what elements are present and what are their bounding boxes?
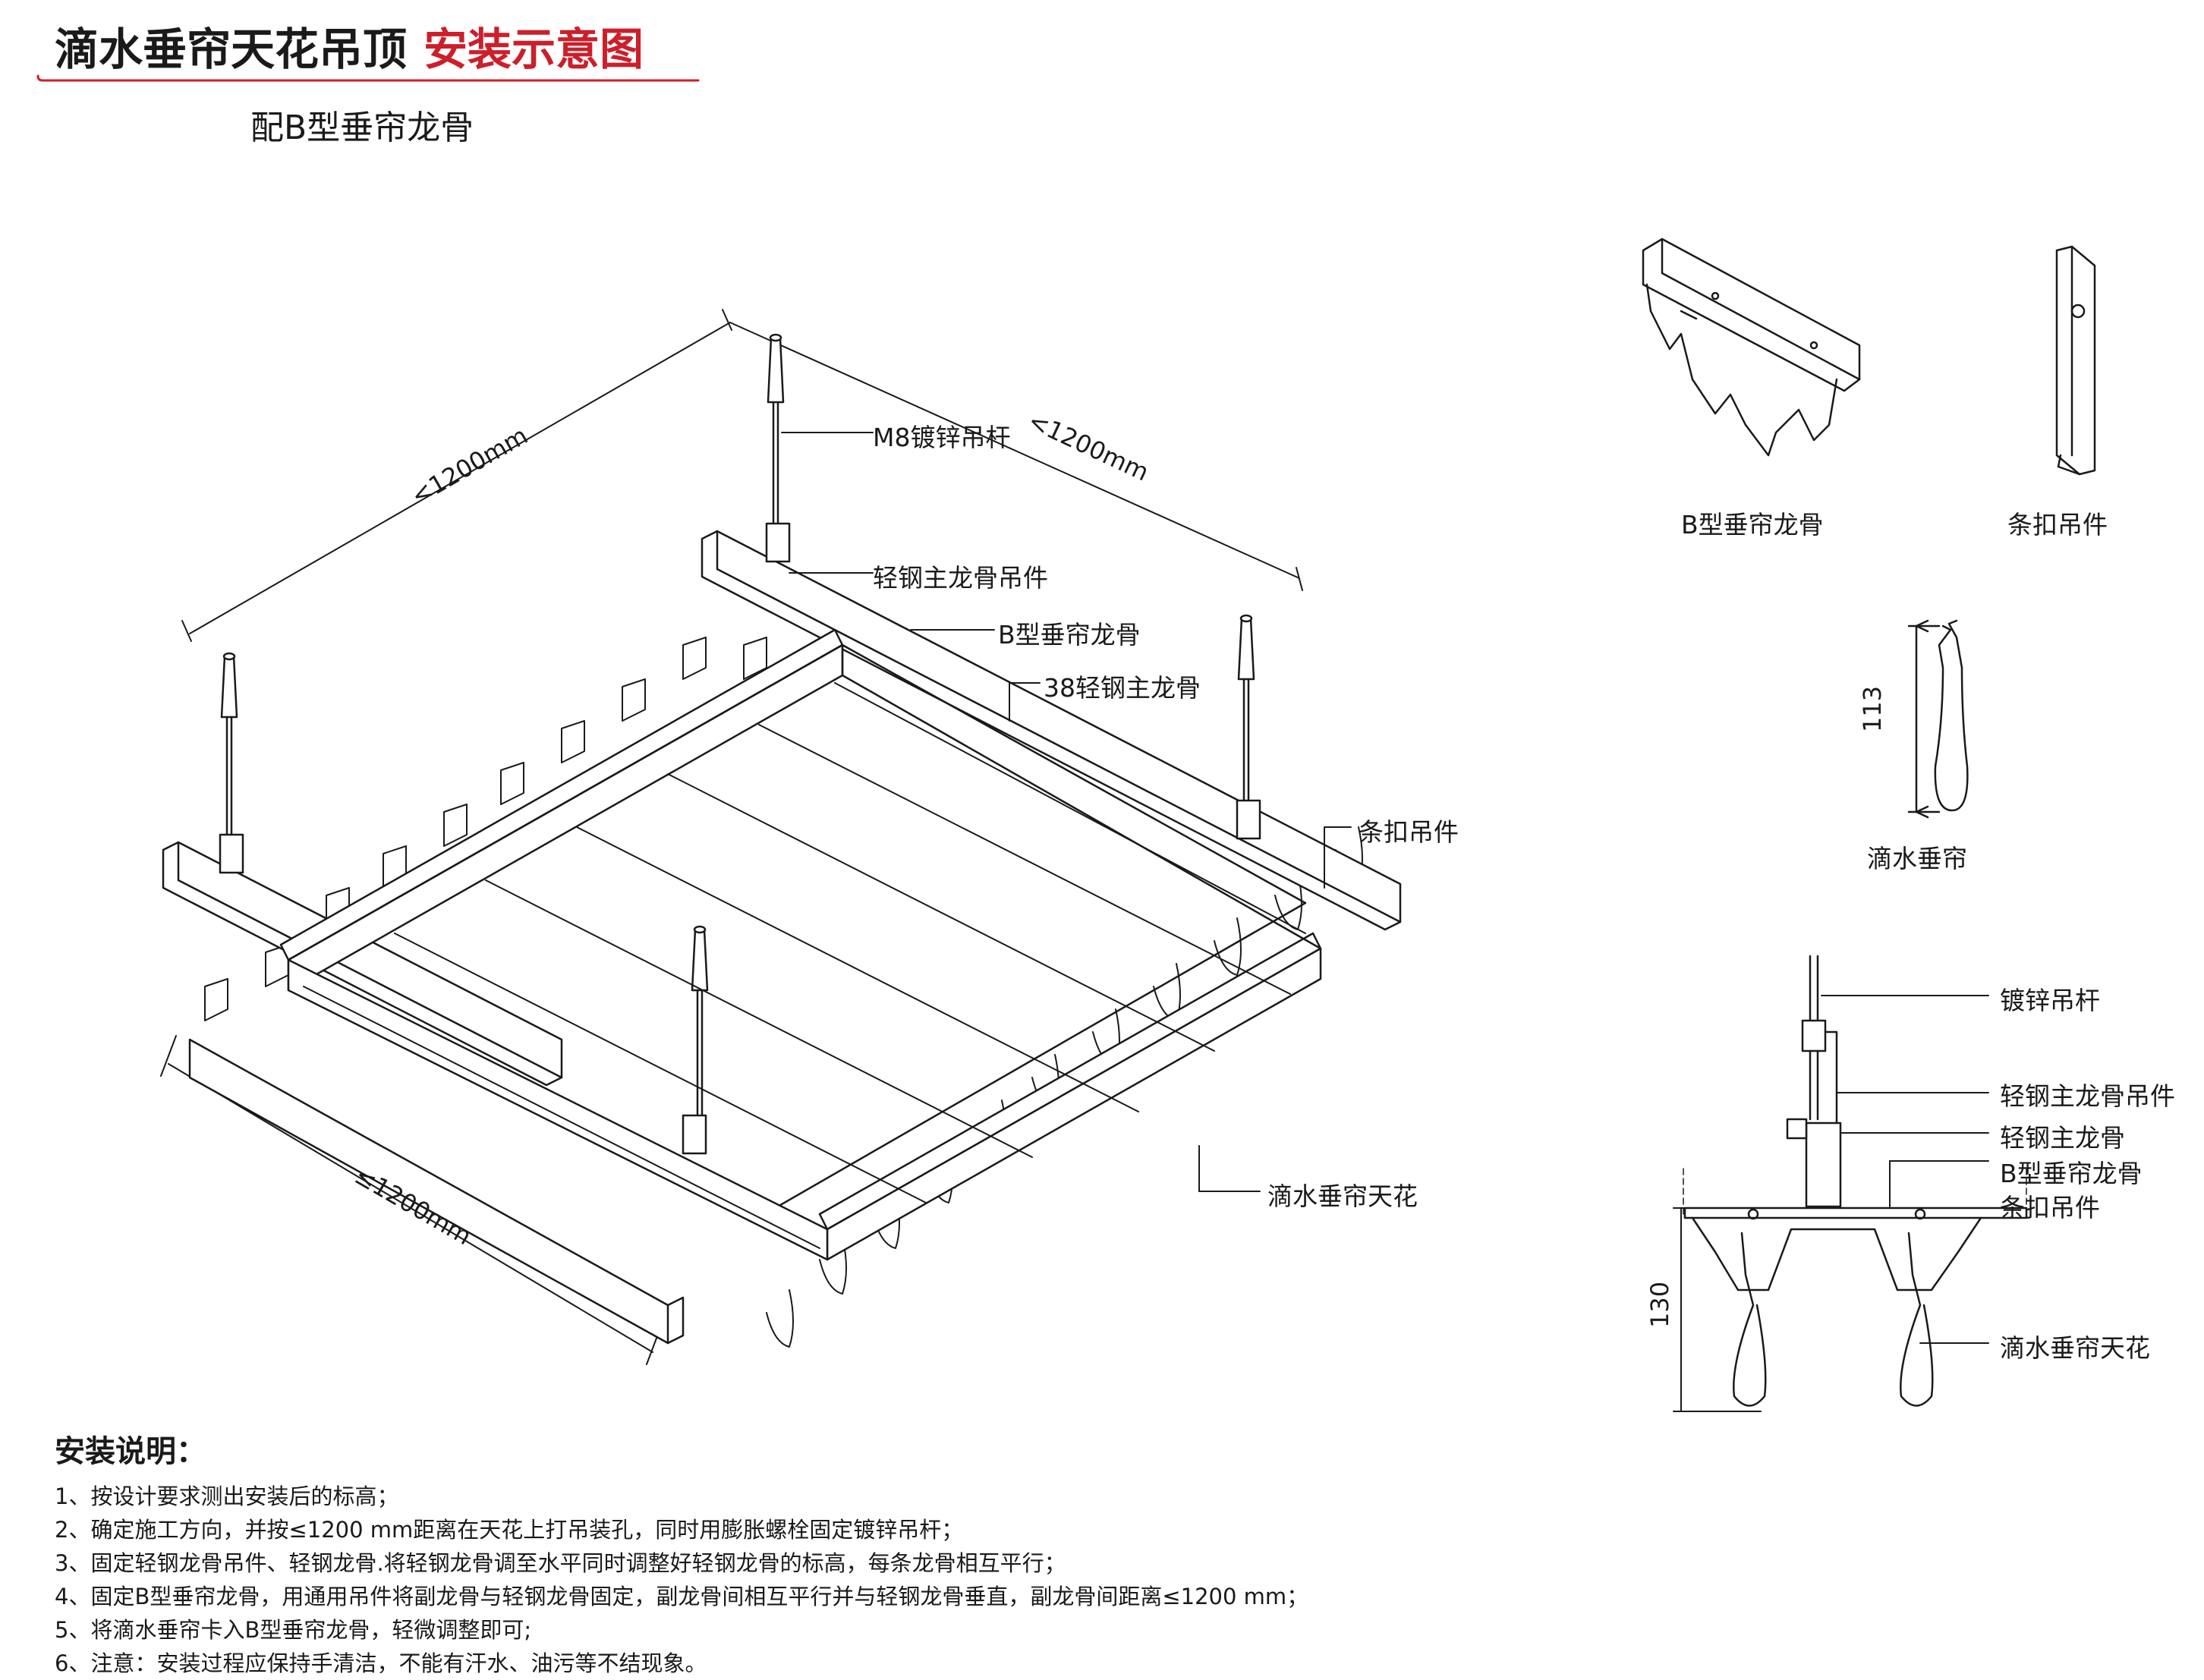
part-b-keel-drawing [1642, 238, 1861, 457]
section-label-ceiling: 滴水垂帘天花 [2000, 1333, 2150, 1363]
label-clip-hanger: 条扣吊件 [1359, 817, 1459, 847]
label-b-keel: B型垂帘龙骨 [998, 620, 1141, 650]
label-main-keel-hanger: 轻钢主龙骨吊件 [873, 563, 1048, 593]
label-ceiling: 滴水垂帘天花 [1267, 1181, 1418, 1211]
part-clip-hanger-drawing [2055, 245, 2096, 476]
main-keel-back [701, 522, 1402, 931]
note-item: 4、固定B型垂帘龙骨，用通用吊件将副龙骨与轻钢龙骨固定，副龙骨间相互平行并与轻钢… [55, 1584, 1309, 1609]
section-label-rod: 镀锌吊杆 [2000, 986, 2100, 1015]
notes-title: 安装说明： [55, 1434, 206, 1469]
main-keel-left [162, 833, 563, 1087]
page-title: 滴水垂帘天花吊顶 [55, 24, 408, 75]
installation-notes: 安装说明： 1、按设计要求测出安装后的标高； 2、确定施工方向，并按≤1200 … [55, 1427, 1459, 1680]
main-isometric-drawing [160, 309, 1402, 1365]
part-dimension-drip-height: 113 [1858, 685, 1887, 732]
part-label-clip-hanger: 条扣吊件 [2007, 510, 2108, 540]
page-subtitle: 配B型垂帘龙骨 [250, 109, 474, 147]
page-title-accent: 安装示意图 [423, 24, 644, 75]
section-label-main-keel: 轻钢主龙骨 [2000, 1123, 2125, 1153]
section-label-clip: 条扣吊件 [2000, 1193, 2100, 1222]
b-type-keel-front [188, 1038, 707, 1345]
section-dimension-height: 130 [1645, 1281, 1674, 1328]
hanger-rods [220, 333, 1255, 1117]
section-view-drawing [1673, 955, 2028, 1412]
note-item: 1、按设计要求测出安装后的标高； [55, 1483, 399, 1509]
part-label-b-keel: B型垂帘龙骨 [1681, 510, 1824, 540]
section-label-b-keel: B型垂帘龙骨 [2000, 1159, 2143, 1188]
leader-lines [781, 432, 1352, 1192]
note-item: 5、将滴水垂帘卡入B型垂帘龙骨，轻微调整即可; [55, 1617, 532, 1643]
section-label-main-hanger: 轻钢主龙骨吊件 [2000, 1081, 2175, 1111]
note-item: 2、确定施工方向，并按≤1200 mm距离在天花上打吊装孔，同时用膨胀螺栓固定镀… [55, 1517, 964, 1543]
cross-strips [303, 682, 1306, 1249]
header-underline [36, 74, 700, 82]
b-type-keel-frame [279, 628, 1322, 1261]
part-label-drip-curtain: 滴水垂帘 [1867, 844, 1967, 873]
note-item: 3、固定轻钢龙骨吊件、轻钢龙骨.将轻钢龙骨调至水平同时调整好轻钢龙骨的标高，每条… [55, 1550, 1066, 1576]
label-main-keel-38: 38轻钢主龙骨 [1044, 673, 1201, 703]
label-hanger-rod: M8镀锌吊杆 [873, 423, 1011, 452]
part-drip-curtain-drawing [1907, 619, 1969, 819]
note-item: 6、注意：安装过程应保持手清洁，不能有汗水、油污等不结现象。 [55, 1650, 707, 1676]
dimension-lines-top [181, 309, 1303, 642]
